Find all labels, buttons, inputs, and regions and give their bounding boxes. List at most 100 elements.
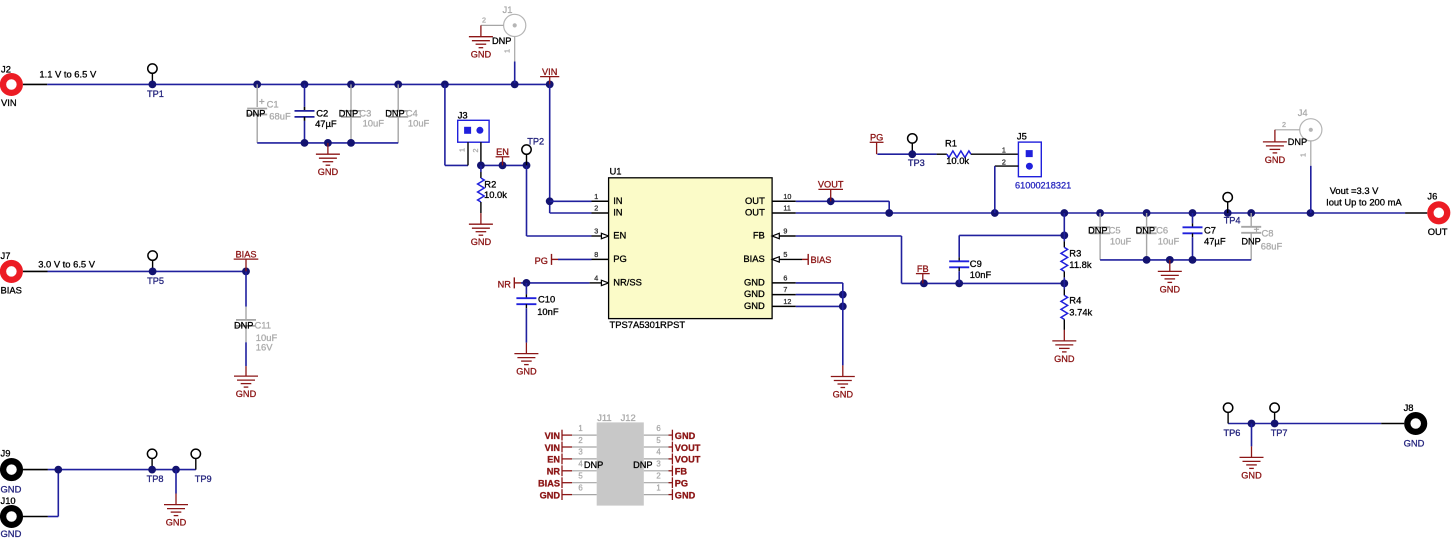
svg-text:68uF: 68uF: [269, 111, 291, 122]
svg-text:DNP: DNP: [584, 460, 603, 470]
svg-text:1: 1: [656, 483, 660, 492]
svg-text:DNP: DNP: [1241, 236, 1260, 246]
svg-text:47µF: 47µF: [1204, 235, 1226, 246]
svg-text:TP1: TP1: [147, 89, 164, 99]
svg-text:GND: GND: [516, 367, 537, 377]
svg-text:U1: U1: [610, 165, 622, 176]
svg-text:1: 1: [594, 192, 598, 201]
svg-text:1: 1: [1299, 153, 1308, 157]
svg-text:VIN: VIN: [542, 67, 557, 77]
svg-text:10.0k: 10.0k: [946, 155, 969, 166]
svg-text:VOUT: VOUT: [675, 443, 701, 453]
svg-text:47µF: 47µF: [315, 118, 337, 129]
svg-text:FB: FB: [753, 230, 765, 241]
svg-text:C5: C5: [1109, 225, 1121, 236]
svg-text:2: 2: [1282, 120, 1286, 129]
svg-text:1: 1: [458, 148, 467, 152]
svg-text:BIAS: BIAS: [1, 284, 22, 295]
svg-text:GND: GND: [1160, 284, 1181, 294]
svg-text:J4: J4: [1298, 107, 1308, 118]
svg-text:1.1 V to 6.5 V: 1.1 V to 6.5 V: [39, 68, 97, 79]
svg-text:R2: R2: [484, 178, 496, 189]
svg-text:TP3: TP3: [908, 158, 925, 168]
svg-text:C9: C9: [970, 258, 982, 269]
svg-text:OUT: OUT: [1428, 226, 1448, 237]
svg-text:C3: C3: [359, 107, 371, 118]
svg-text:C11: C11: [255, 319, 272, 330]
svg-text:GND: GND: [1054, 354, 1075, 364]
svg-text:GND: GND: [675, 490, 696, 500]
svg-text:GND: GND: [318, 167, 339, 177]
svg-text:2: 2: [578, 436, 582, 445]
svg-text:IN: IN: [613, 207, 622, 218]
svg-text:4: 4: [578, 460, 583, 469]
svg-text:10nF: 10nF: [537, 306, 559, 317]
svg-text:DNP: DNP: [246, 108, 265, 118]
svg-text:6: 6: [578, 483, 582, 492]
svg-text:2: 2: [1002, 157, 1006, 166]
svg-text:7: 7: [783, 285, 787, 294]
svg-text:DNP: DNP: [234, 320, 253, 330]
svg-text:C2: C2: [316, 107, 328, 118]
svg-text:NR: NR: [498, 279, 512, 289]
svg-text:16V: 16V: [256, 342, 273, 353]
svg-text:GND: GND: [744, 288, 765, 299]
svg-text:IN: IN: [613, 195, 622, 206]
svg-text:5: 5: [783, 250, 787, 259]
svg-text:11.8k: 11.8k: [1069, 259, 1092, 270]
svg-text:DNP: DNP: [633, 460, 652, 470]
svg-text:GND: GND: [236, 389, 257, 399]
svg-text:VOUT: VOUT: [818, 180, 844, 190]
svg-text:J10: J10: [1, 495, 16, 506]
svg-text:DNP: DNP: [1288, 137, 1307, 147]
svg-text:R4: R4: [1069, 294, 1081, 305]
svg-text:TP5: TP5: [147, 276, 164, 286]
svg-text:BIAS: BIAS: [538, 479, 560, 489]
svg-text:3: 3: [656, 460, 660, 469]
svg-text:DNP: DNP: [339, 108, 358, 118]
svg-text:C4: C4: [406, 107, 418, 118]
svg-text:9: 9: [783, 227, 787, 236]
svg-text:6: 6: [656, 424, 660, 433]
svg-text:NR: NR: [547, 467, 561, 477]
svg-text:J11: J11: [597, 412, 611, 423]
svg-text:J8: J8: [1404, 402, 1414, 413]
svg-text:3: 3: [578, 448, 582, 457]
svg-text:J6: J6: [1427, 190, 1437, 201]
svg-text:DNP: DNP: [385, 108, 404, 118]
svg-text:Iout Up to 200 mA: Iout Up to 200 mA: [1326, 196, 1402, 207]
svg-text:J1: J1: [503, 4, 513, 15]
svg-text:8: 8: [594, 250, 598, 259]
svg-text:TP7: TP7: [1271, 428, 1288, 438]
svg-text:J7: J7: [1, 250, 11, 261]
svg-text:DNP: DNP: [1136, 226, 1155, 236]
svg-text:EN: EN: [613, 230, 626, 241]
svg-text:10: 10: [783, 192, 791, 201]
svg-text:10uF: 10uF: [256, 332, 278, 343]
svg-text:1: 1: [1002, 145, 1006, 154]
svg-text:DNP: DNP: [1088, 226, 1107, 236]
svg-text:68uF: 68uF: [1261, 241, 1283, 252]
svg-text:J2: J2: [1, 64, 11, 75]
svg-text:6: 6: [783, 274, 787, 283]
svg-text:EN: EN: [496, 147, 509, 157]
svg-text:C7: C7: [1204, 225, 1216, 236]
svg-text:2: 2: [482, 16, 486, 25]
svg-text:TP6: TP6: [1224, 428, 1241, 438]
svg-text:GND: GND: [471, 50, 492, 60]
svg-text:10nF: 10nF: [970, 269, 992, 280]
svg-text:C1: C1: [267, 99, 279, 110]
svg-text:3.0 V to 6.5 V: 3.0 V to 6.5 V: [38, 258, 96, 269]
svg-text:R1: R1: [945, 138, 957, 149]
svg-text:GND: GND: [1241, 470, 1262, 480]
svg-text:GND: GND: [1, 484, 22, 495]
svg-text:VOUT: VOUT: [675, 455, 701, 465]
svg-text:R3: R3: [1069, 247, 1081, 258]
svg-text:GND: GND: [1, 528, 22, 539]
svg-text:GND: GND: [471, 237, 492, 247]
svg-text:C6: C6: [1156, 225, 1168, 236]
svg-text:GND: GND: [744, 300, 765, 311]
svg-text:GND: GND: [540, 490, 561, 500]
svg-text:10uF: 10uF: [363, 118, 385, 129]
svg-text:5: 5: [656, 436, 661, 445]
